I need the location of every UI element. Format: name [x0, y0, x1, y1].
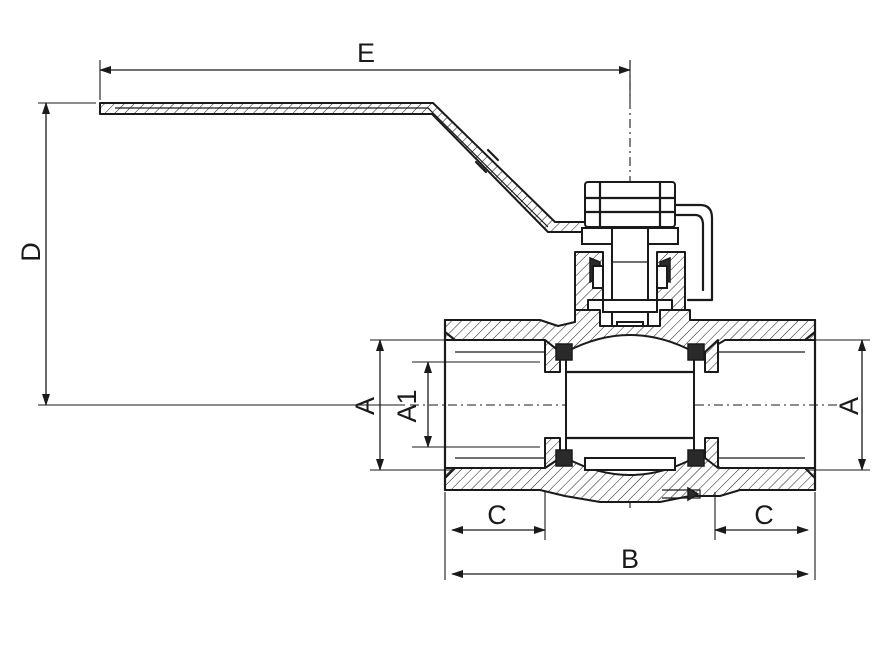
thread-lines [455, 351, 805, 459]
dimension-a-left [370, 339, 452, 471]
dimension-e [99, 60, 631, 100]
dimension-a1-label: A1 [392, 389, 422, 422]
dimension-d [38, 102, 405, 406]
dimension-a1 [412, 361, 540, 448]
valve-bonnet [574, 251, 686, 323]
seat-rings [555, 343, 705, 467]
dimension-e-label: E [357, 38, 375, 68]
dimension-c-left-label: C [487, 500, 507, 530]
dimension-c-right-label: C [754, 500, 774, 530]
dimension-c-left [444, 492, 546, 580]
dimension-d-label: D [16, 242, 46, 262]
valve-ball [564, 334, 696, 476]
dimension-b-label: B [621, 544, 639, 574]
dimension-a-left-label: A [350, 397, 380, 415]
dimension-a-right [808, 339, 870, 471]
dimension-c-right [714, 492, 816, 580]
body-marking [662, 486, 701, 502]
dimension-a-right-label: A [834, 397, 864, 415]
